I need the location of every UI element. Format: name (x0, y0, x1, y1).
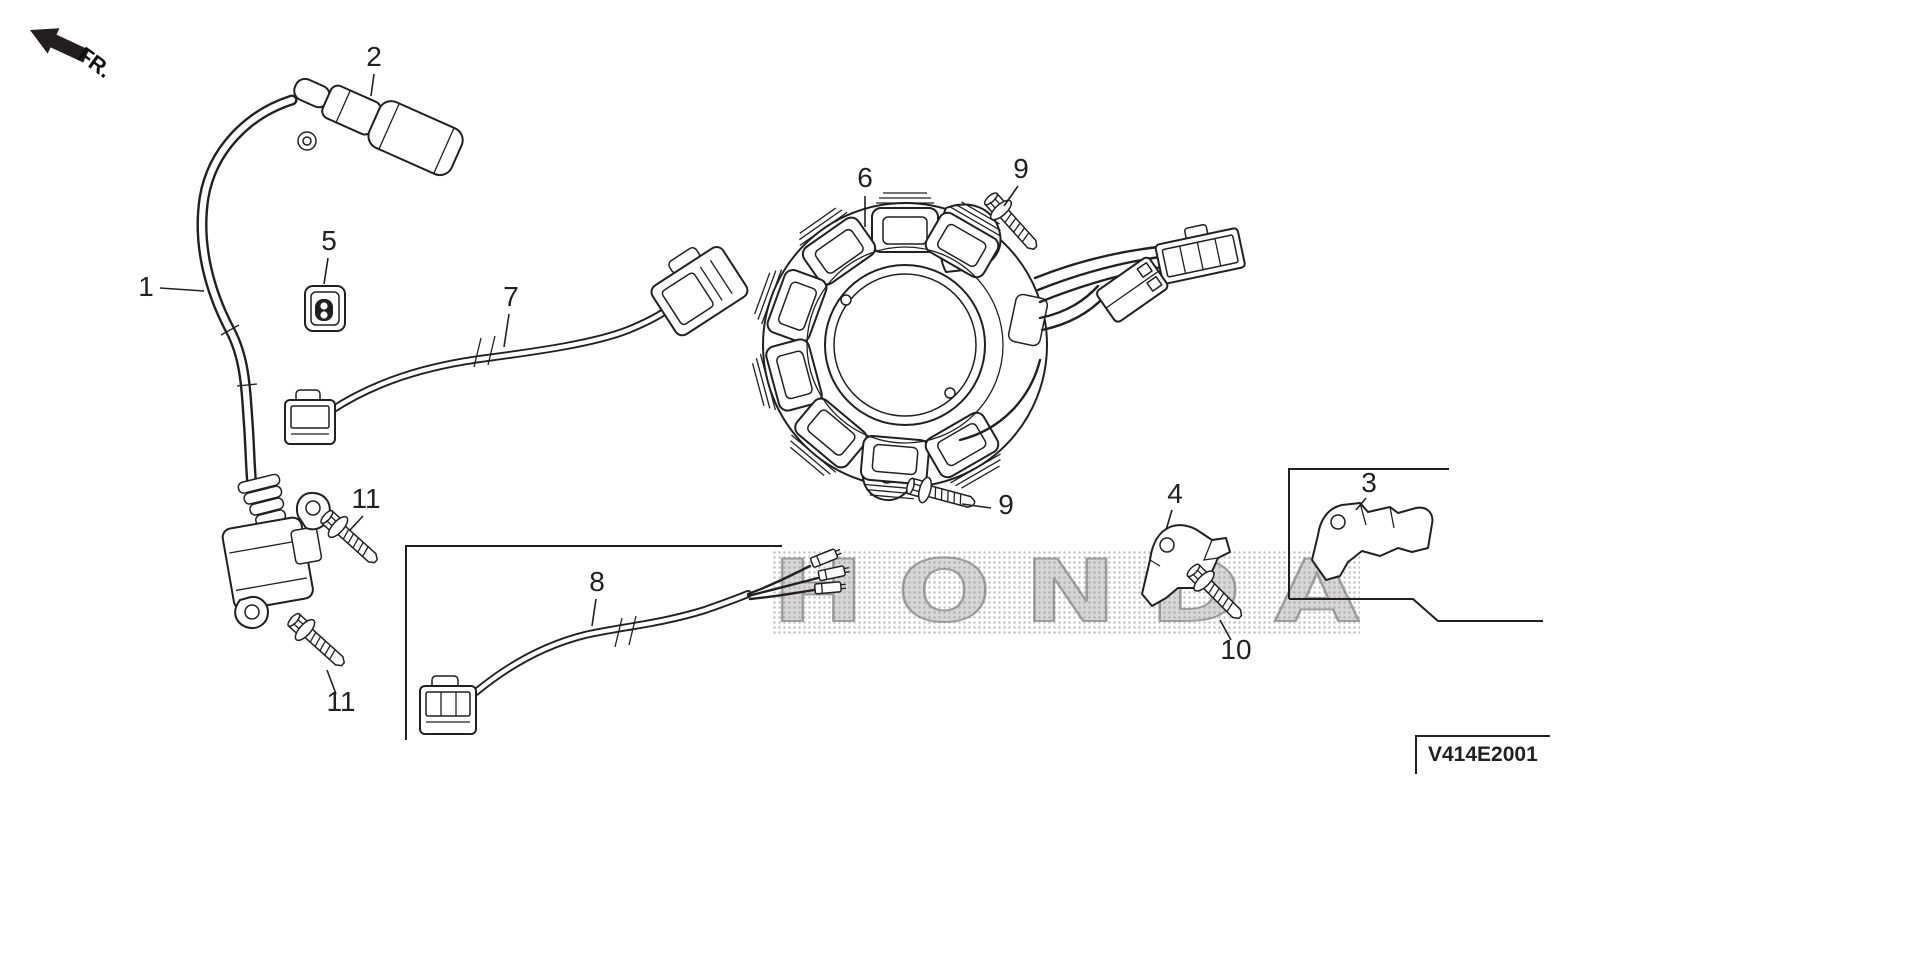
wire-harness (419, 546, 852, 735)
callout-1: 1 (138, 271, 154, 302)
callout-7: 7 (503, 281, 519, 312)
sub-cord (284, 246, 749, 445)
callout-5: 5 (321, 225, 337, 256)
zone-line-part3-corner (1288, 468, 1449, 599)
leader-9-upper (1003, 185, 1019, 207)
callout-6: 6 (857, 162, 873, 193)
bolt-11-lower (282, 607, 353, 675)
stator-assembly (748, 192, 1246, 501)
leader-5 (323, 257, 329, 285)
sub-cord-connector-right (650, 246, 749, 337)
bolt-10 (1181, 558, 1251, 628)
clip-grommet (304, 285, 346, 332)
leader-8 (591, 598, 597, 627)
honda-watermark: HONDA (772, 550, 1360, 634)
bracket-right (1311, 502, 1434, 581)
leader-3 (1355, 497, 1367, 511)
ignition-coil (221, 473, 331, 629)
leader-9-lower (961, 503, 992, 509)
leader-2 (370, 73, 375, 97)
leader-7 (503, 313, 510, 348)
stator-connector-4pin (1154, 223, 1246, 285)
sub-cord-connector-left (284, 389, 336, 445)
leader-1 (159, 287, 205, 292)
bracket-left (1141, 524, 1231, 607)
code-box-corner (1415, 735, 1550, 774)
callout-3: 3 (1361, 467, 1377, 498)
watermark-text: HONDA (772, 550, 1360, 634)
bolt-11-upper (315, 504, 386, 572)
high-tension-cord (196, 94, 298, 493)
leader-11-lower (326, 669, 337, 695)
front-direction-arrow-icon: FR. (30, 28, 116, 83)
wire-harness-connector (419, 675, 477, 735)
callout-8: 8 (589, 566, 605, 597)
zone-line-bottom-right (1289, 598, 1543, 622)
callout-11-lower: 11 (326, 686, 355, 717)
callout-11-upper: 11 (351, 483, 380, 514)
callout-2: 2 (366, 41, 382, 72)
callout-10: 10 (1220, 634, 1251, 665)
leader-10 (1219, 619, 1232, 641)
callout-4: 4 (1167, 478, 1183, 509)
spark-plug-cap (293, 77, 464, 177)
leader-4 (1165, 509, 1173, 531)
callout-9-upper: 9 (1013, 153, 1029, 184)
stator-connector-2pin (1096, 256, 1169, 323)
diagram-code: V414E2001 (1428, 743, 1538, 766)
callout-9-lower: 9 (998, 489, 1014, 520)
leader-11-upper (349, 515, 364, 531)
